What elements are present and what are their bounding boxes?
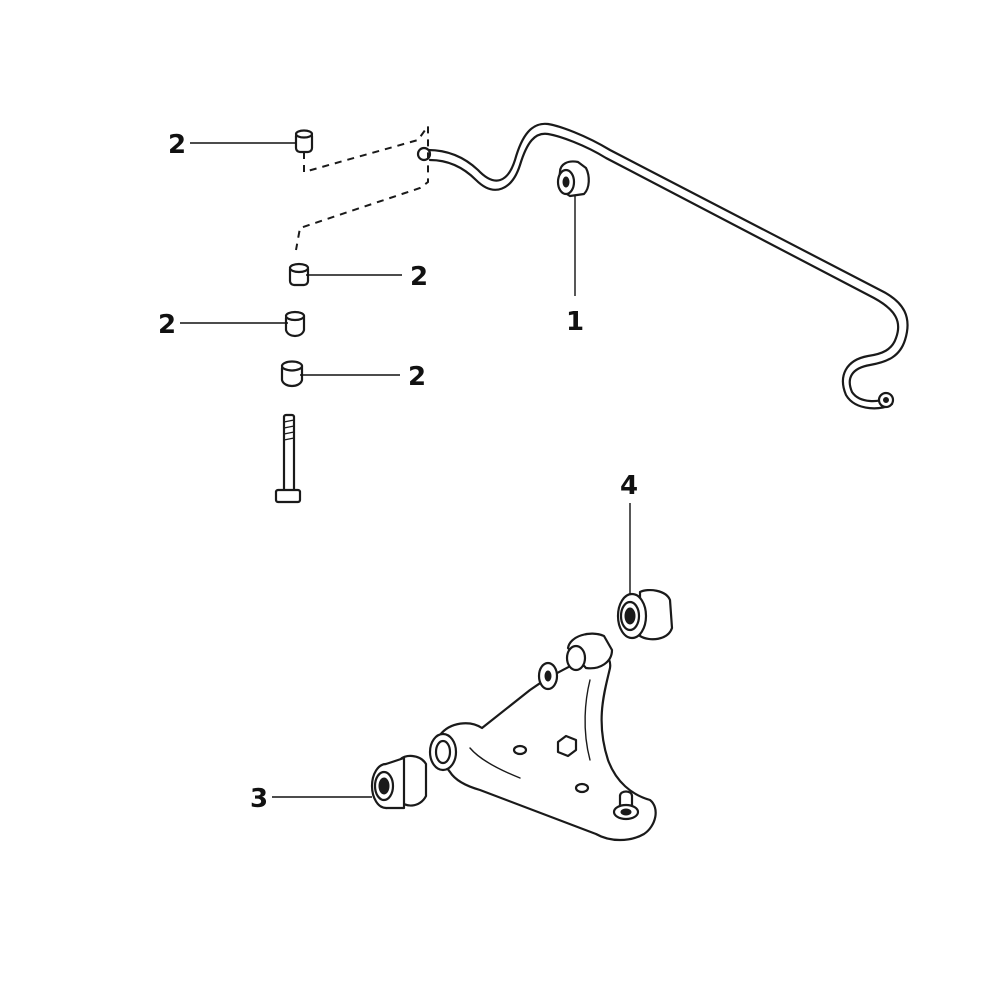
callout-label: 4 (620, 471, 638, 501)
link-bolt (274, 413, 302, 504)
link-bushing-upper (294, 129, 314, 154)
stabilizer-bar (416, 122, 909, 410)
lower-control-arm (428, 632, 657, 842)
callout-2a: 2 (168, 130, 296, 160)
callout-label: 2 (408, 362, 426, 392)
callout-label: 2 (158, 310, 176, 340)
callout-4: 4 (620, 471, 638, 594)
callout-2c: 2 (158, 310, 288, 340)
link-bushing-second (288, 262, 310, 287)
stabilizer-bar-bushing (556, 160, 590, 198)
control-arm-rear-bushing (370, 754, 428, 810)
callout-label: 2 (410, 262, 428, 292)
control-arm-front-bushing (616, 589, 674, 641)
link-bushing-third (284, 310, 306, 338)
callout-2b: 2 (306, 262, 428, 292)
callout-3: 3 (250, 784, 372, 814)
callout-label: 3 (250, 784, 268, 814)
callout-label: 1 (566, 307, 584, 337)
link-bushing-fourth (280, 360, 304, 388)
callout-label: 2 (168, 130, 186, 160)
callout-1: 1 (566, 196, 584, 337)
assembly-guide-line (295, 122, 429, 251)
callout-2d: 2 (300, 362, 426, 392)
